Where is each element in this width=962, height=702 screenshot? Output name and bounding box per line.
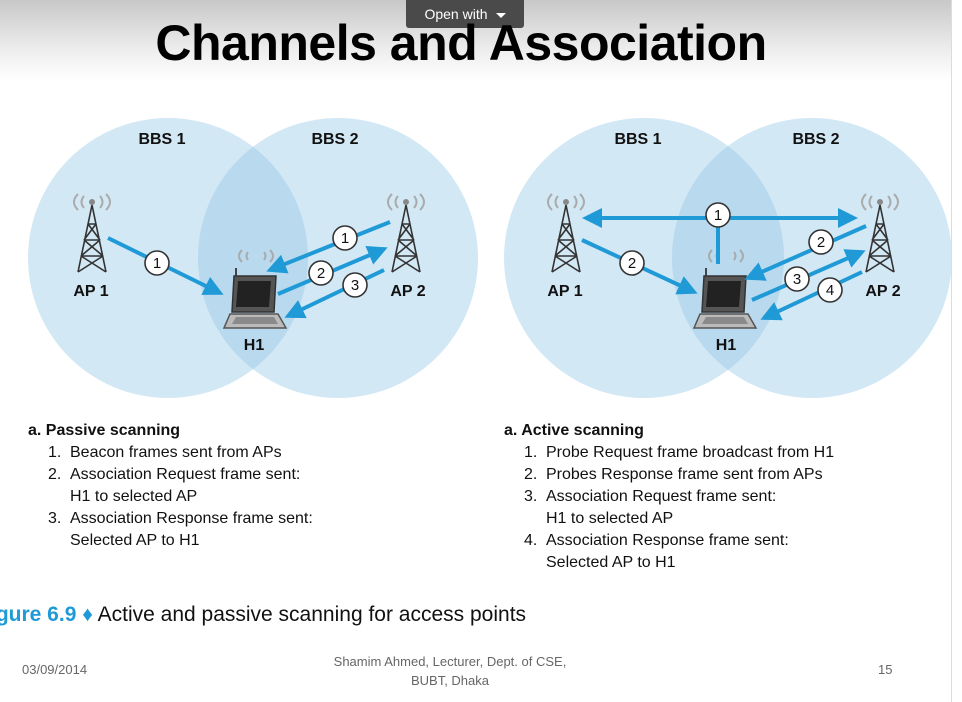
list-item: 1.Beacon frames sent from APs [48,444,282,461]
figure-number: igure 6.9 [0,603,77,626]
h1-label: H1 [244,337,265,354]
svg-text:3: 3 [793,271,801,288]
figure-caption: igure 6.9 ♦ Active and passive scanning … [0,603,526,627]
svg-text:1: 1 [714,207,722,224]
list-item: 1.Probe Request frame broadcast from H1 [524,444,835,461]
step-badge: 1 [332,225,358,251]
footer-author: Shamim Ahmed, Lecturer, Dept. of CSE, BU… [300,652,600,690]
step-badge: 2 [808,229,834,255]
footer-date: 03/09/2014 [22,662,88,677]
svg-text:2: 2 [628,255,636,272]
slide-title: Channels and Association [155,15,767,71]
list-item: 3.Association Response frame sent:Select… [48,510,313,549]
list-item: 3.Association Request frame sent:H1 to s… [524,488,777,527]
bss1-label: BBS 1 [614,131,661,148]
ap1-label: AP 1 [547,283,582,300]
passive-scanning-caption: a. Passive scanning 1.Beacon frames sent… [28,420,313,552]
svg-text:2: 2 [817,234,825,251]
list-item: 2.Probes Response frame sent from APs [524,466,823,483]
association-response-arrow [760,270,863,321]
h1-label: H1 [716,337,737,354]
svg-text:4: 4 [826,282,834,299]
page-number: 15 [878,662,893,677]
ap2-label: AP 2 [390,283,425,300]
footer-author-line2: BUBT, Dhaka [410,673,490,688]
step-badge: 2 [308,260,334,286]
step-badge: 1 [705,202,731,228]
diamond-icon: ♦ [82,603,93,626]
bss2-label: BBS 2 [311,131,358,148]
list-item: 2.Association Request frame sent:H1 to s… [48,466,301,505]
step-badge: 1 [144,250,170,276]
open-with-button[interactable]: Open with [406,0,524,28]
step-badge: 3 [342,272,368,298]
active-scanning-heading: a. Active scanning [504,422,644,439]
probe-response-arrow-ap2 [744,224,867,281]
scrollbar-track[interactable] [951,0,962,702]
active-scanning-caption: a. Active scanning 1.Probe Request frame… [504,420,834,574]
svg-text:1: 1 [341,230,349,247]
open-with-label: Open with [424,6,488,22]
bss2-label: BBS 2 [792,131,839,148]
passive-scanning-diagram: BBS 1 BBS 2 AP 1 AP 2 H1 1 1 2 3 [28,118,478,398]
association-response-arrow [284,268,385,319]
step-badge: 2 [619,250,645,276]
list-item: 4.Association Response frame sent:Select… [524,532,789,571]
ap1-label: AP 1 [73,283,108,300]
svg-text:1: 1 [153,255,161,272]
bss1-label: BBS 1 [138,131,185,148]
passive-steps-list: 1.Beacon frames sent from APs 2.Associat… [28,442,313,552]
footer-author-line1: Shamim Ahmed, Lecturer, Dept. of CSE, [333,654,567,669]
ap2-label: AP 2 [865,283,900,300]
scanning-diagram: BBS 1 BBS 2 AP 1 AP 2 H1 1 1 2 3 BBS 1 B… [28,118,952,398]
beacon-arrow-ap2 [266,220,391,274]
step-badge: 4 [817,277,843,303]
figure-caption-text: Active and passive scanning for access p… [97,603,527,626]
step-badge: 3 [784,266,810,292]
active-scanning-diagram: BBS 1 BBS 2 AP 1 AP 2 H1 1 2 2 3 4 [504,118,952,398]
svg-text:2: 2 [317,265,325,282]
passive-scanning-heading: a. Passive scanning [28,422,181,439]
chevron-down-icon [495,12,506,18]
svg-text:3: 3 [351,277,359,294]
active-steps-list: 1.Probe Request frame broadcast from H1 … [504,442,834,574]
